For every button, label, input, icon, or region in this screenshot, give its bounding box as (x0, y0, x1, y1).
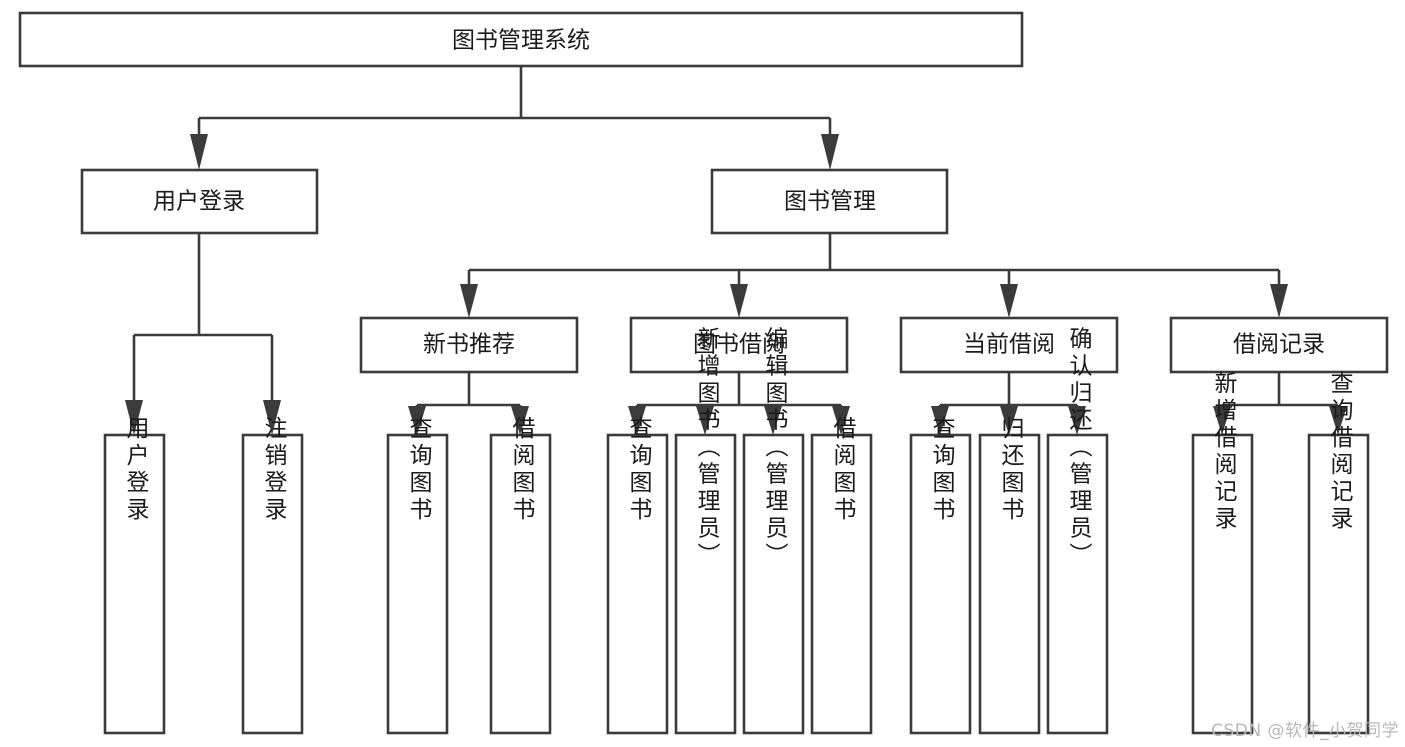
node-book-borrow-box[interactable] (629, 316, 849, 374)
arrow-head-book-borrow (730, 284, 748, 318)
leaf-node-new-book-0-label: 查询图书 (405, 416, 433, 524)
node-new-book-recommend[interactable]: 新书推荐 (359, 316, 579, 374)
leaf-node-new-book-0-box[interactable] (386, 433, 449, 735)
leaf-node-borrow-record-0-label: 新增借阅记录 (1210, 371, 1238, 533)
leaf-node-book-borrow-2-label: 编辑图书（管理员） (761, 327, 789, 570)
leaf-node-user-login-1[interactable]: 注销登录 (241, 416, 304, 735)
csdn-watermark: CSDN @软件_小贺同学 (1211, 721, 1399, 741)
arrow-head-borrow-record-leaf-0 (1213, 406, 1231, 435)
leaf-node-new-book-1-label: 借阅图书 (508, 416, 536, 524)
leaf-node-user-login-1-label: 注销登录 (260, 416, 288, 524)
leaf-node-book-borrow-3[interactable]: 借阅图书 (810, 416, 873, 735)
leaf-node-book-borrow-3-label: 借阅图书 (829, 416, 857, 524)
node-user-login[interactable]: 用户登录 (80, 168, 319, 235)
node-book-management-label: 图书管理 (784, 189, 876, 215)
node-new-book-recommend-box[interactable] (359, 316, 579, 374)
leaf-node-current-borrow-0[interactable]: 查询图书 (909, 416, 972, 735)
leaf-node-user-login-0-box[interactable] (103, 433, 166, 735)
arrow-head-user-login (190, 134, 208, 170)
node-book-management[interactable]: 图书管理 (710, 168, 949, 235)
arrow-head-user-login-leaf-1 (263, 400, 281, 435)
node-user-login-label: 用户登录 (153, 189, 245, 215)
leaf-node-borrow-record-0[interactable]: 新增借阅记录 (1191, 371, 1254, 735)
leaf-node-book-borrow-1-box[interactable] (674, 433, 737, 735)
connector-group-new-book-recommend (408, 372, 529, 435)
node-root-system-label: 图书管理系统 (452, 28, 590, 54)
leaf-node-current-borrow-2-box[interactable] (1046, 433, 1109, 735)
leaf-node-book-borrow-2-box[interactable] (742, 433, 805, 735)
node-current-borrow[interactable]: 当前借阅 (899, 316, 1119, 374)
leaf-node-current-borrow-1[interactable]: 归还图书 (978, 416, 1041, 735)
arrow-head-book-borrow-leaf-1 (696, 406, 714, 435)
connector-group-book-mgmt (460, 233, 1288, 318)
arrow-head-new-book-leaf-0 (408, 406, 426, 435)
leaf-node-borrow-record-1-box[interactable] (1307, 433, 1370, 735)
arrow-head-borrow-record (1270, 284, 1288, 318)
leaf-node-borrow-record-0-box[interactable] (1191, 433, 1254, 735)
leaf-node-new-book-0[interactable]: 查询图书 (386, 416, 449, 735)
node-book-borrow-label: 图书借阅 (693, 332, 785, 358)
arrow-head-borrow-record-leaf-1 (1329, 406, 1347, 435)
leaf-node-current-borrow-0-box[interactable] (909, 433, 972, 735)
connector-group-current-borrow (931, 372, 1086, 435)
connector-group-user-login (125, 233, 281, 435)
arrow-head-book-borrow-leaf-3 (832, 406, 850, 435)
node-book-management-box[interactable] (710, 168, 949, 235)
leaf-node-user-login-1-box[interactable] (241, 433, 304, 735)
node-user-login-box[interactable] (80, 168, 319, 235)
leaf-node-borrow-record-1[interactable]: 查询借阅记录 (1307, 371, 1370, 735)
leaf-node-new-book-1-box[interactable] (489, 433, 552, 735)
leaf-node-current-borrow-1-label: 归还图书 (997, 416, 1025, 524)
arrow-head-new-book-recommend (460, 284, 478, 318)
arrow-head-current-borrow-leaf-2 (1068, 406, 1086, 435)
leaf-node-book-borrow-1-label: 新增图书（管理员） (693, 327, 721, 570)
arrow-head-current-borrow (1000, 284, 1018, 318)
leaf-node-current-borrow-0-label: 查询图书 (928, 416, 956, 524)
leaf-node-book-borrow-3-box[interactable] (810, 433, 873, 735)
leaf-node-book-borrow-0-box[interactable] (606, 433, 669, 735)
node-root-system-box[interactable] (18, 11, 1024, 68)
leaf-node-current-borrow-2[interactable]: 确认归还（管理员） (1046, 327, 1109, 735)
leaf-node-user-login-0-label: 用户登录 (122, 416, 150, 524)
leaf-node-book-borrow-0-label: 查询图书 (625, 416, 653, 524)
node-current-borrow-box[interactable] (899, 316, 1119, 374)
leaf-node-user-login-0[interactable]: 用户登录 (103, 416, 166, 735)
connector-group-root (190, 66, 839, 170)
arrow-head-user-login-leaf-0 (125, 400, 143, 435)
leaf-node-book-borrow-1[interactable]: 新增图书（管理员） (674, 327, 737, 735)
arrow-head-current-borrow-leaf-1 (1000, 406, 1018, 435)
node-root-system[interactable]: 图书管理系统 (18, 11, 1024, 68)
arrow-head-current-borrow-leaf-0 (931, 406, 949, 435)
connector-group-borrow-record (1213, 372, 1347, 435)
leaf-node-borrow-record-1-label: 查询借阅记录 (1326, 371, 1354, 533)
node-borrow-record-box[interactable] (1169, 316, 1389, 374)
leaf-node-current-borrow-1-box[interactable] (978, 433, 1041, 735)
leaf-node-book-borrow-2[interactable]: 编辑图书（管理员） (742, 327, 805, 735)
connector-group-book-borrow (628, 372, 850, 435)
leaf-node-new-book-1[interactable]: 借阅图书 (489, 416, 552, 735)
node-new-book-recommend-label: 新书推荐 (423, 332, 515, 358)
node-current-borrow-label: 当前借阅 (963, 332, 1055, 358)
node-borrow-record-label: 借阅记录 (1233, 332, 1325, 358)
node-book-borrow[interactable]: 图书借阅 (629, 316, 849, 374)
node-borrow-record[interactable]: 借阅记录 (1169, 316, 1389, 374)
leaf-node-book-borrow-0[interactable]: 查询图书 (606, 416, 669, 735)
arrow-head-book-borrow-leaf-0 (628, 406, 646, 435)
arrow-head-book-mgmt (821, 134, 839, 170)
arrow-head-new-book-leaf-1 (511, 406, 529, 435)
leaf-node-current-borrow-2-label: 确认归还（管理员） (1065, 327, 1093, 570)
arrow-head-book-borrow-leaf-2 (764, 406, 782, 435)
